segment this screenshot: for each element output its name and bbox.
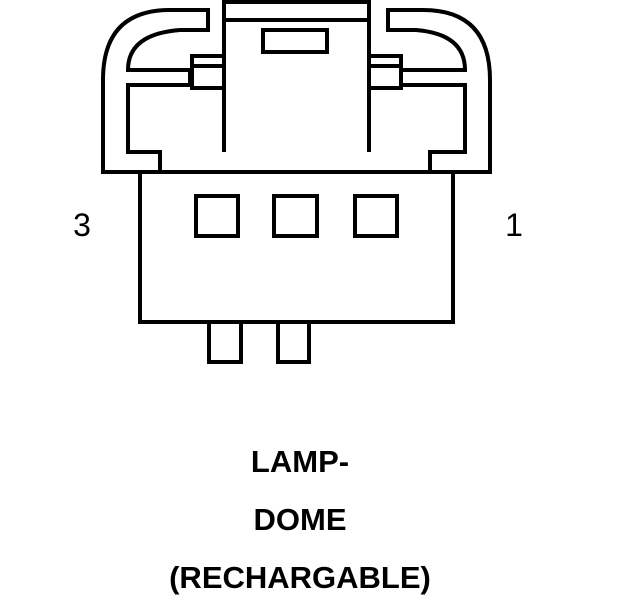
connector-shoulder-left xyxy=(190,54,226,90)
connector-bottom-tab-left xyxy=(207,322,243,364)
caption-line-2: DOME xyxy=(254,502,347,537)
connector-body xyxy=(138,170,455,324)
connector-lock-tower xyxy=(222,0,371,152)
caption-line-3: (RECHARGABLE) xyxy=(169,560,431,595)
connector-latch-left xyxy=(101,8,210,174)
caption-line-1: LAMP- xyxy=(251,444,349,479)
pin-label-left: 3 xyxy=(73,207,91,243)
connector-shoulder-right xyxy=(367,54,403,90)
connector-latch-right xyxy=(386,8,492,174)
pin-cavity-3 xyxy=(194,194,240,238)
pin-cavity-1 xyxy=(353,194,399,238)
connector-bottom-tab-right xyxy=(276,322,311,364)
pin-cavity-2 xyxy=(272,194,319,238)
connector-lock-window xyxy=(261,28,329,54)
pin-label-right: 1 xyxy=(505,207,523,243)
connector-face xyxy=(101,0,492,364)
